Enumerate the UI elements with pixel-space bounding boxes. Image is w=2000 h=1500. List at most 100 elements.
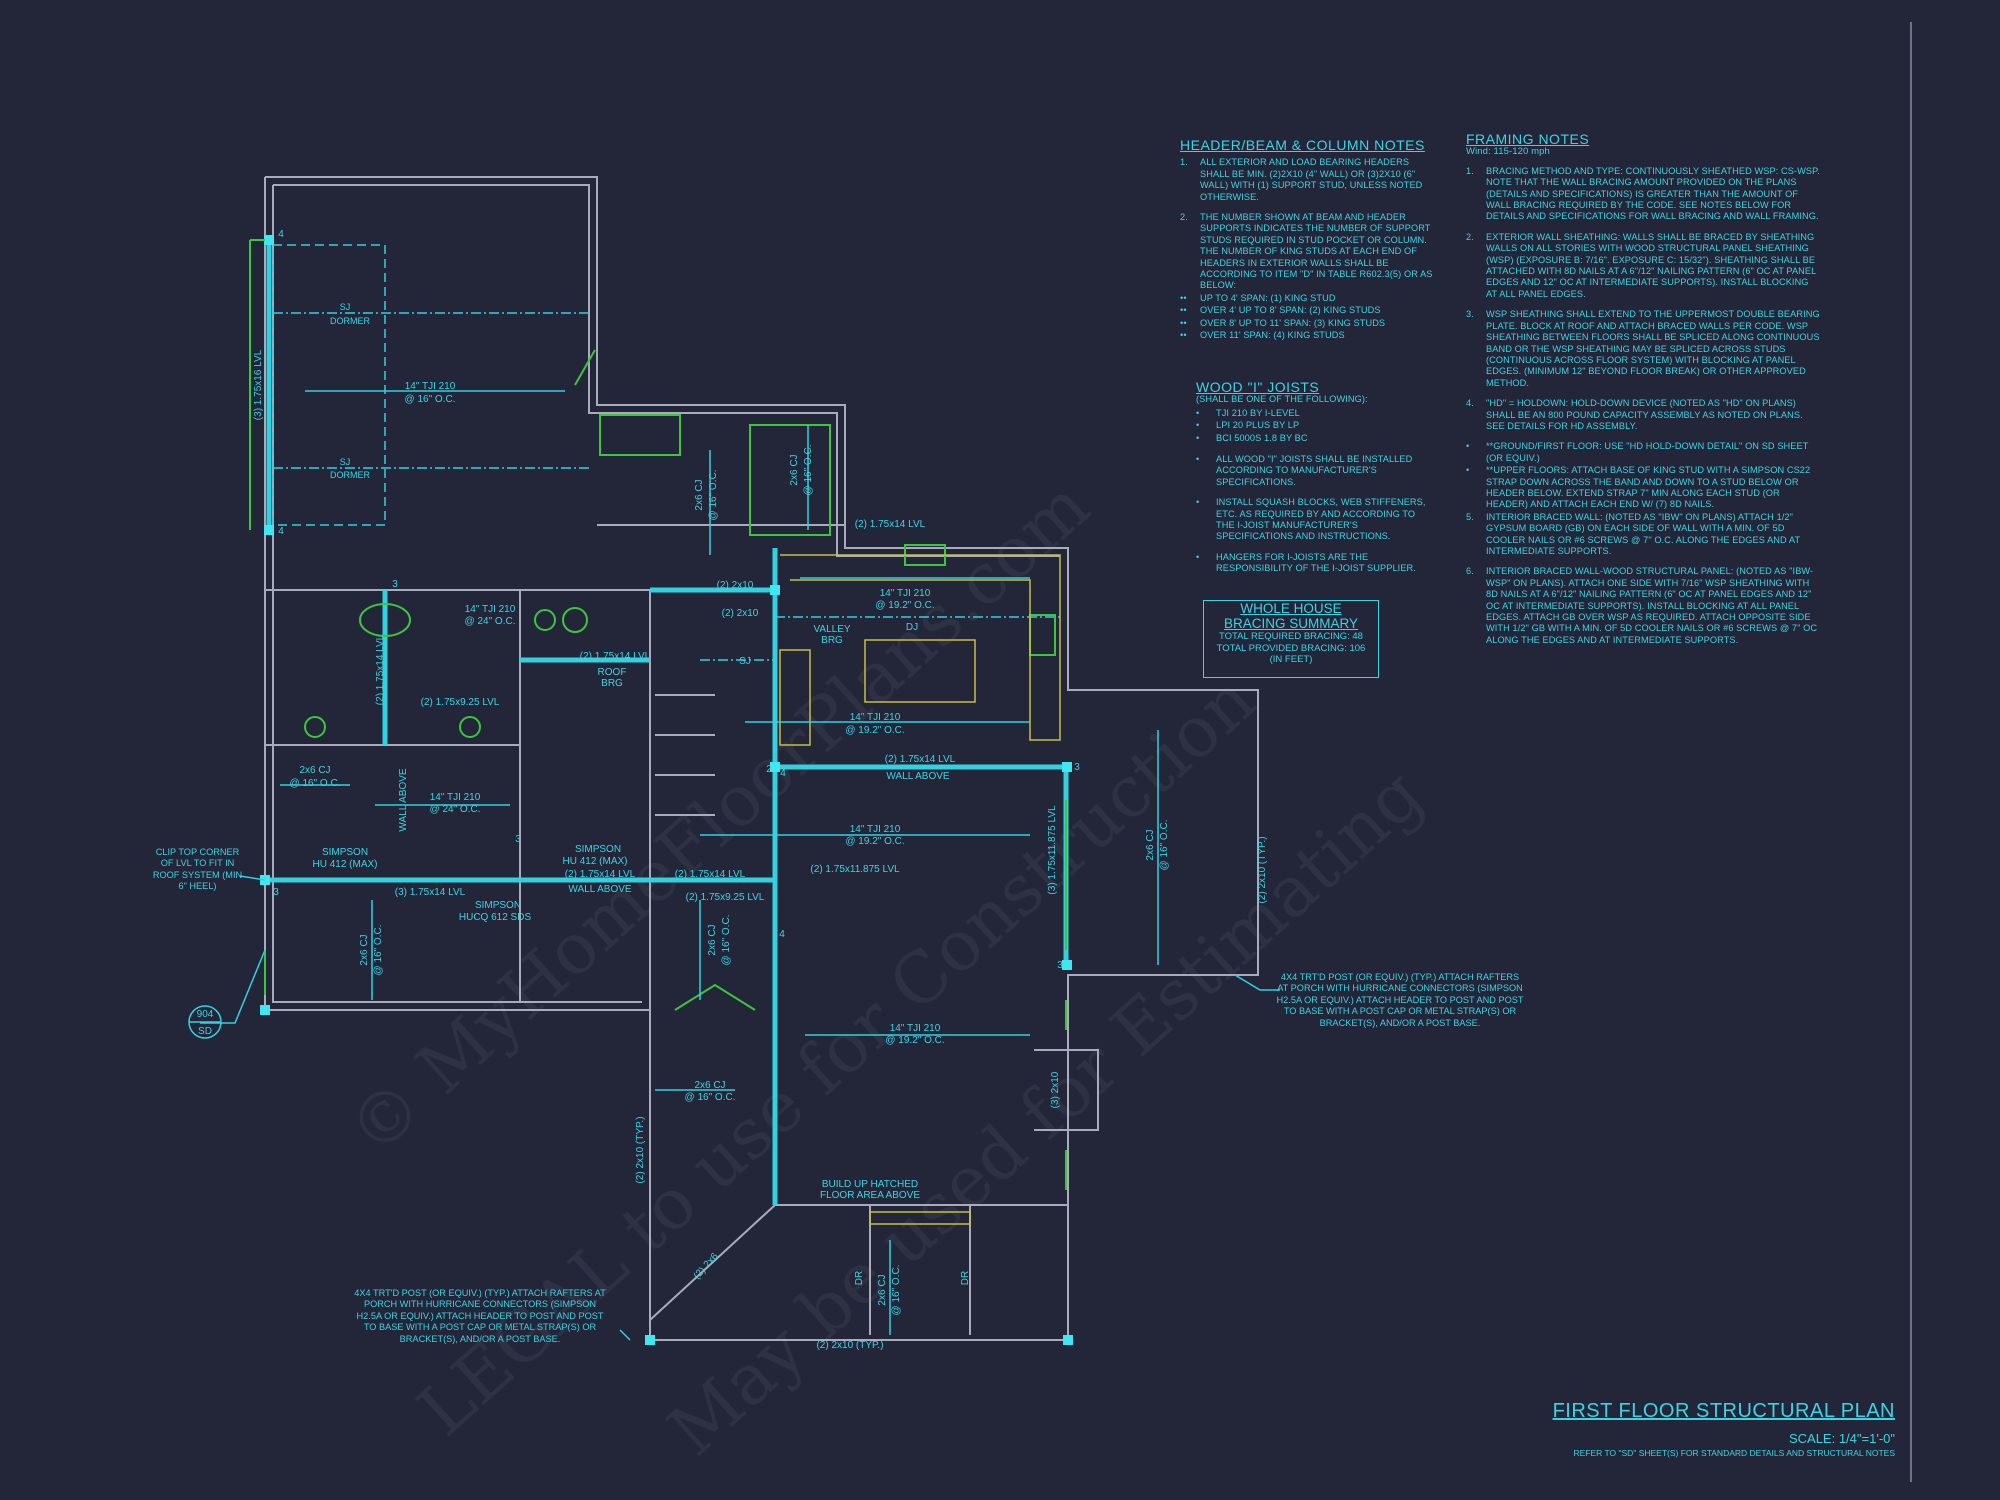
note-text: INSTALL SQUASH BLOCKS, WEB STIFFENERS, E… [1216, 497, 1426, 542]
label-joist: 14" TJI 210 [850, 824, 901, 835]
note-marker: • [1196, 420, 1200, 431]
label-cj: 2x6 CJ [877, 1274, 888, 1305]
note-marker: 1. [1466, 165, 1474, 176]
label-spacing: @ 24" O.C. [430, 804, 481, 815]
label-lvl: (2) 1.75x14 LVL [580, 651, 651, 662]
label-joist: 14" TJI 210 [465, 604, 516, 615]
note-marker: 6. [1466, 566, 1474, 577]
bracing-provided: TOTAL PROVIDED BRACING: 106 [1216, 642, 1366, 654]
label-spacing: @ 16" O.C. [1159, 820, 1170, 871]
label-cj: 2x6 CJ [1145, 829, 1156, 860]
note-marker: • [1196, 407, 1200, 418]
note-marker: 4. [1466, 398, 1474, 409]
dormer-outline [272, 244, 386, 526]
label-spacing: @ 16" O.C. [290, 778, 341, 789]
note-item: ••OVER 8' UP TO 11' SPAN: (3) KING STUDS [1180, 318, 1435, 329]
label-spacing: @ 16" O.C. [803, 445, 814, 496]
note-item: 2.THE NUMBER SHOWN AT BEAM AND HEADER SU… [1180, 212, 1435, 292]
note-item: 1. ALL EXTERIOR AND LOAD BEARING HEADERS … [1180, 157, 1435, 203]
note-marker: • [1466, 465, 1470, 476]
note-text: BCI 5000s 1.8 BY BC [1216, 432, 1308, 443]
label-brg: BRG [821, 635, 843, 646]
plan-labels: SJ DORMER SJ DORMER 14" TJI 210 @ 16" O.… [253, 229, 1268, 1351]
bracing-title: WHOLE HOUSE [1240, 601, 1342, 616]
note-marker: 5. [1466, 511, 1474, 522]
note-text: LPI 20 PLUS BY LP [1216, 420, 1300, 431]
label-lvl: (2) 1.75x11.875 LVL [810, 864, 900, 875]
label-2x10-typ: (2) 2x10 (TYP.) [1257, 836, 1268, 903]
label-dj: DJ [906, 622, 918, 633]
note-marker: • [1196, 551, 1200, 562]
label-3-2x10: (3) 2x10 [1050, 1071, 1061, 1108]
posts [260, 235, 1073, 1345]
label-spacing: @ 16" O.C. [405, 394, 456, 405]
label-spacing: @ 16" O.C. [891, 1265, 902, 1316]
note-item: •• OVER 11' SPAN: (4) KING STUDS [1180, 330, 1435, 341]
label-spacing: @ 16" O.C. [373, 925, 384, 976]
label-lvl: (2) 1.75x14 LVL [375, 634, 386, 705]
note-item: •**GROUND/FIRST FLOOR: USE "HD HOLD-DOWN… [1466, 441, 1821, 464]
label-cj: 2x6 CJ [694, 1080, 725, 1091]
support-count: 3 [515, 834, 521, 845]
notes-subtitle: (SHALL BE ONE OF THE FOLLOWING): [1196, 394, 1368, 405]
label-spacing: @ 19.2" O.C. [845, 725, 904, 736]
label-spacing: @ 19.2" O.C. [885, 1035, 944, 1046]
note-text: INTERIOR BRACED WALL: (NOTED AS "IBW" ON… [1486, 511, 1800, 556]
label-lvl: (2) 1.75x9.25 LVL [421, 697, 500, 708]
detail-number: 904 [197, 1009, 214, 1020]
label-cj: 2x6 CJ [359, 934, 370, 965]
label-joist: 14" TJI 210 [880, 588, 931, 599]
label-lvl: (2) 1.75x14 LVL [885, 754, 956, 765]
note-item: ••UP TO 4' SPAN: (1) KING STUD [1180, 293, 1435, 304]
label-dormer: DORMER [330, 470, 370, 480]
detail-sheet: SD [198, 1026, 212, 1037]
label-joist: 14" TJI 210 [430, 792, 481, 803]
note-item: 5. INTERIOR BRACED WALL: (NOTED AS "IBW" … [1466, 512, 1821, 558]
fixtures [249, 239, 1067, 1190]
note-item: ••OVER 4' UP TO 8' SPAN: (2) KING STUDS [1180, 305, 1435, 316]
note-item: •ALL WOOD "I" JOISTS SHALL BE INSTALLED … [1196, 454, 1436, 488]
note-marker: •• [1180, 330, 1187, 341]
note-item: •TJI 210 BY I-LEVEL [1196, 408, 1436, 419]
label-2x10-typ: (2) 2x10 (TYP.) [816, 1340, 883, 1351]
bracing-summary-box: WHOLE HOUSE BRACING SUMMARY TOTAL REQUIR… [1203, 600, 1379, 678]
label-spacing: @ 16" O.C. [685, 1092, 736, 1103]
note-text: OVER 11' SPAN: (4) KING STUDS [1200, 330, 1345, 341]
porch-post-callout-right: 4x4 TRT'D POST (OR EQUIV.) (TYP.) ATTACH… [1276, 972, 1524, 1028]
note-marker: 1. [1180, 157, 1188, 168]
bracing-title: BRACING SUMMARY [1223, 616, 1359, 631]
span-arrows [280, 390, 1159, 1335]
label-simpson: SIMPSON [322, 847, 368, 858]
note-marker: • [1196, 497, 1200, 508]
label-cj: 2x6 CJ [707, 924, 718, 955]
sheet-title: FIRST FLOOR STRUCTURAL PLAN [1552, 1400, 1895, 1422]
label-lvl: (3) 1.75x14 LVL [395, 887, 466, 898]
bracing-required: TOTAL REQUIRED BRACING: 48 [1219, 631, 1363, 642]
note-item: 6.INTERIOR BRACED WALL-WOOD STRUCTURAL P… [1466, 566, 1821, 646]
label-joist: 14" TJI 210 [890, 1023, 941, 1034]
support-count: 4 [779, 929, 785, 940]
support-count: 3 [1057, 960, 1063, 971]
kitchen-cabinets [779, 554, 1061, 1225]
label-spacing: @ 16" O.C. [708, 470, 719, 521]
wood-i-joist-notes: WOOD "I" JOISTS (SHALL BE ONE OF THE FOL… [1196, 380, 1436, 584]
label-lvl: (3) 1.75x11.875 LVL [1047, 805, 1058, 895]
note-marker: 3. [1466, 309, 1474, 320]
support-count: 3 [273, 887, 279, 898]
note-text: **UPPER FLOORS: ATTACH BASE OF KING STUD… [1486, 465, 1811, 510]
note-marker: • [1196, 432, 1200, 443]
note-text: ALL EXTERIOR AND LOAD BEARING HEADERS SH… [1200, 157, 1423, 202]
label-lvl: (2) 1.75x14 LVL [675, 869, 746, 880]
header-beam-column-notes: HEADER/BEAM & COLUMN NOTES 1.ALL EXTERIO… [1180, 138, 1435, 343]
label-sj: SJ [739, 656, 751, 667]
label-cj: 2x6 CJ [789, 454, 800, 485]
label-sj: SJ [340, 302, 351, 312]
support-count: 3 [1074, 762, 1080, 773]
support-count: 4 [780, 768, 786, 779]
note-marker: •• [1180, 305, 1187, 316]
label-lvl: (2) 1.75x14 LVL [565, 869, 636, 880]
note-text: EXTERIOR WALL SHEATHING: WALLS SHALL BE … [1486, 231, 1817, 299]
label-2x6: (2) 2x6 [692, 1251, 721, 1282]
label-build-up: BUILD UP HATCHED [822, 1179, 918, 1190]
label-dr: DR [854, 1271, 865, 1285]
